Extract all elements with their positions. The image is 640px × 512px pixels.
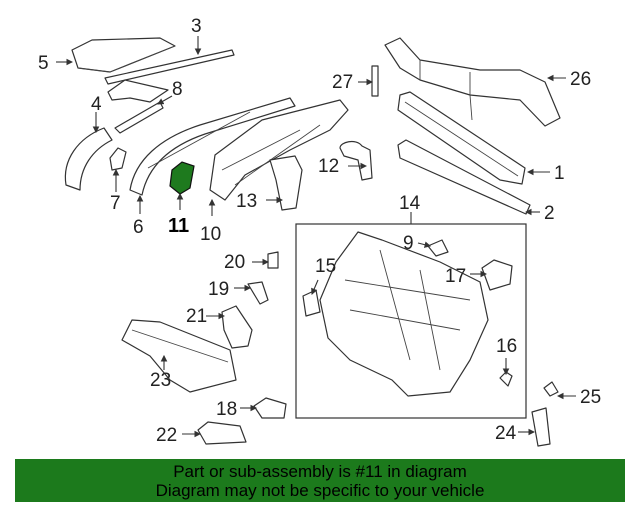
part-24-bracket bbox=[531, 407, 551, 447]
part-17-bracket bbox=[481, 259, 513, 291]
part-6-rail bbox=[129, 97, 296, 196]
callout-23: 23 bbox=[150, 370, 171, 391]
callout-4: 4 bbox=[91, 94, 102, 115]
callout-22: 22 bbox=[156, 425, 177, 446]
callout-8: 8 bbox=[172, 79, 183, 100]
info-banner: Part or sub-assembly is #11 in diagram D… bbox=[15, 459, 625, 502]
callout-25: 25 bbox=[580, 387, 601, 408]
part-15-clip bbox=[302, 289, 321, 317]
part-16-fastener bbox=[499, 371, 513, 387]
part-8-bracket bbox=[107, 79, 169, 134]
callout-11: 11 bbox=[168, 215, 189, 237]
part-11-highlighted bbox=[169, 161, 195, 195]
callout-9: 9 bbox=[403, 233, 414, 254]
callout-21: 21 bbox=[186, 306, 207, 327]
part-21-bracket bbox=[221, 305, 253, 349]
callout-3: 3 bbox=[191, 16, 202, 37]
part-5-panel bbox=[71, 37, 176, 73]
part-12-duct bbox=[339, 140, 373, 181]
part-23-frame-rail bbox=[121, 319, 237, 393]
part-9-clip bbox=[427, 239, 449, 257]
callout-7: 7 bbox=[110, 193, 121, 214]
callout-24: 24 bbox=[495, 423, 517, 444]
callout-5: 5 bbox=[38, 53, 49, 74]
callout-10: 10 bbox=[200, 224, 221, 245]
callout-13: 13 bbox=[236, 191, 257, 212]
part-27-pin bbox=[371, 65, 379, 97]
part-4-wheelhouse bbox=[64, 127, 113, 191]
part-19-bracket bbox=[247, 281, 269, 305]
callout-14: 14 bbox=[399, 193, 421, 214]
part-13-bracket bbox=[269, 155, 303, 211]
part-3-rail bbox=[104, 49, 235, 85]
callout-15: 15 bbox=[315, 256, 336, 277]
part-26-support bbox=[384, 37, 561, 127]
part-25-clip bbox=[543, 381, 559, 397]
callout-12: 12 bbox=[318, 156, 339, 177]
callout-27: 27 bbox=[332, 72, 353, 93]
callout-6: 6 bbox=[133, 217, 144, 238]
leader-lines bbox=[56, 36, 576, 438]
callout-20: 20 bbox=[224, 252, 245, 273]
parts-diagram: 5 3 8 4 7 6 11 10 12 13 27 26 1 2 14 9 1… bbox=[38, 16, 601, 447]
callout-2: 2 bbox=[544, 203, 555, 224]
part-22-bracket bbox=[197, 421, 247, 445]
callout-19: 19 bbox=[208, 279, 229, 300]
banner-line-1: Part or sub-assembly is #11 in diagram bbox=[173, 462, 467, 481]
callout-1: 1 bbox=[554, 163, 565, 184]
part-14-dash-panel bbox=[319, 231, 489, 397]
part-20-clip bbox=[267, 251, 279, 269]
callout-26: 26 bbox=[570, 69, 591, 90]
banner-line-2: Diagram may not be specific to your vehi… bbox=[155, 481, 485, 500]
callout-17: 17 bbox=[445, 266, 466, 287]
part-18-bracket bbox=[253, 397, 287, 419]
part-7-block bbox=[109, 147, 127, 171]
part-1-cowl bbox=[397, 91, 526, 185]
callout-18: 18 bbox=[216, 399, 237, 420]
part-10-apron bbox=[209, 99, 349, 201]
callout-16: 16 bbox=[496, 336, 517, 357]
